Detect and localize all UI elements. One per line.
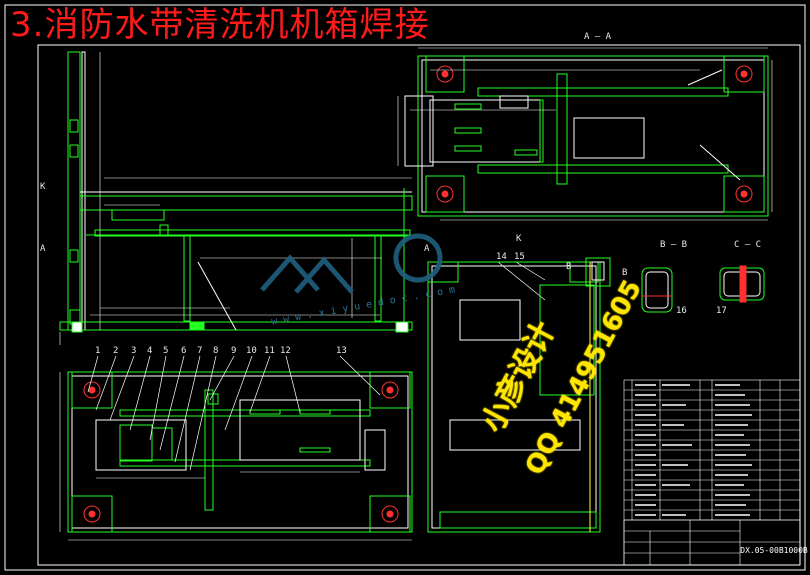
view-marker-a: A [40,244,46,254]
inner-frame [37,44,801,566]
part-balloon: 12 [280,346,291,356]
section-aa-dimensions [397,47,773,221]
section-bb-view [641,267,673,313]
bom-entries [635,384,752,516]
section-cc-view [719,265,765,303]
watermark-logo [260,233,443,294]
part-balloon: 14 [496,252,507,262]
part-balloon: 9 [231,346,237,356]
k-view [427,261,601,533]
part-balloon: 7 [197,346,203,356]
view-marker-k: K [40,182,46,192]
part-balloon: 4 [147,346,153,356]
view-marker-a-2: A [424,244,430,254]
section-label-cc: C — C [734,240,762,250]
balloon-leaders [87,261,546,471]
section-label-aa: A — A [584,32,612,42]
part-balloon: 8 [213,346,219,356]
view-marker-b-2: B [622,268,628,278]
b-marker-view [585,257,611,287]
part-balloon: 6 [181,346,187,356]
top-view-dimensions [59,372,412,541]
section-aa-view [404,55,769,217]
top-view [67,371,413,533]
view-marker-k-2: K [516,234,522,244]
drawing-number: DX.05-00B1000B [740,546,808,555]
front-dimensions [59,52,412,345]
bom-table [623,379,801,566]
section-aa-holes [436,65,753,203]
section-label-bb: B — B [660,240,688,250]
view-marker-b: B [566,262,572,272]
part-balloon: 5 [163,346,169,356]
part-balloon: 11 [264,346,275,356]
part-balloon: 17 [716,306,727,316]
drawing-title: 3.消防水带清洗机机箱焊接 [10,5,430,45]
part-balloon: 2 [113,346,119,356]
title-block [623,519,801,566]
outer-frame [4,4,806,571]
part-balloon: 16 [676,306,687,316]
part-balloon: 3 [131,346,137,356]
front-view [59,51,413,333]
part-balloon: 15 [514,252,525,262]
part-balloon: 1 [95,346,101,356]
top-view-holes [83,381,399,523]
part-balloon: 10 [246,346,257,356]
part-balloon: 13 [336,346,347,356]
